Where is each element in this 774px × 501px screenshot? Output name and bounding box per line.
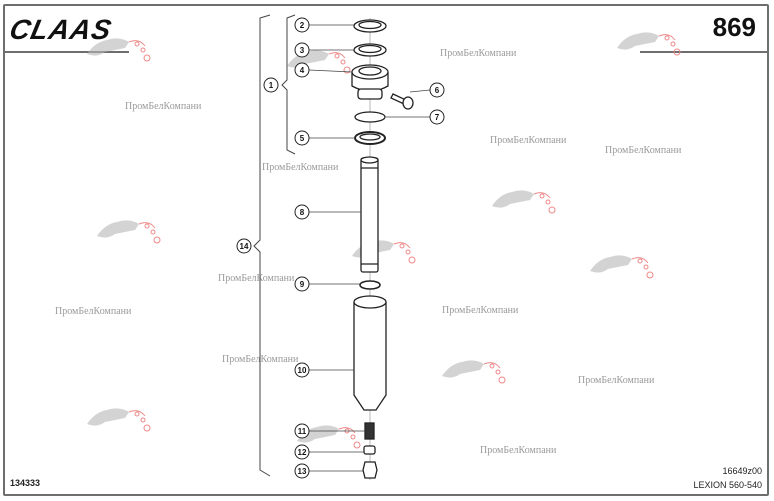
callout-label: 5 <box>300 134 305 143</box>
callout-1 <box>263 77 279 93</box>
callout-label: 9 <box>300 280 305 289</box>
watermark-text: ПромБелКомпани <box>605 145 682 156</box>
page-number: 869 <box>712 12 756 42</box>
callout-14 <box>236 238 252 254</box>
part-10-accumulator-cylinder <box>353 302 387 411</box>
watermark-text: ПромБелКомпани <box>442 305 519 316</box>
callout-label: 3 <box>300 46 305 55</box>
cheetah-watermark-icon <box>617 32 681 56</box>
bracket-group-14 <box>253 14 271 477</box>
watermark-text: ПромБелКомпани <box>480 445 557 456</box>
drawing-code: 16649z00 <box>722 466 762 476</box>
cheetah-watermark-icon <box>492 190 556 214</box>
watermark-text: ПромБелКомпани <box>55 306 132 317</box>
bracket-group-1 <box>281 14 296 155</box>
cheetah-watermark-icon <box>87 408 151 432</box>
callout-2 <box>294 17 310 33</box>
image-reference: 134333 <box>10 478 41 488</box>
machine-model: LEXION 560-540 <box>693 480 762 490</box>
callout-12 <box>294 444 310 460</box>
header-divider-right <box>640 51 769 53</box>
callout-label: 2 <box>300 21 305 30</box>
watermark-text: ПромБелКомпани <box>218 273 295 284</box>
callout-3 <box>294 42 310 58</box>
callout-5 <box>294 130 310 146</box>
cheetah-watermark-icon <box>590 255 654 279</box>
callout-label: 10 <box>298 366 307 375</box>
watermark-text: ПромБелКомпани <box>125 101 202 112</box>
part-11-spring <box>364 422 375 440</box>
callout-6 <box>429 82 445 98</box>
part-13-fitting <box>362 461 378 479</box>
page-frame <box>3 4 769 496</box>
callout-7 <box>429 109 445 125</box>
callout-label: 4 <box>300 66 305 75</box>
callout-11 <box>294 423 310 439</box>
cheetah-watermark-icon <box>287 50 351 74</box>
callout-label: 14 <box>240 242 249 251</box>
watermark-text: ПромБелКомпани <box>262 162 339 173</box>
part-12-valve-plug <box>363 445 376 455</box>
callout-label: 8 <box>300 208 305 217</box>
callout-label: 11 <box>298 427 307 436</box>
callout-label: 13 <box>298 467 307 476</box>
callout-label: 1 <box>269 81 274 90</box>
callout-4 <box>294 62 310 78</box>
part-7-o-ring <box>354 111 386 123</box>
callout-label: 7 <box>435 113 440 122</box>
cheetah-watermark-icon <box>87 38 151 62</box>
watermark-text: ПромБелКомпани <box>440 48 517 59</box>
callout-13 <box>294 463 310 479</box>
cheetah-watermark-icon <box>97 220 161 244</box>
part-9-snap-ring <box>359 280 381 290</box>
callout-9 <box>294 276 310 292</box>
callout-label: 12 <box>298 448 307 457</box>
header-divider-left <box>3 51 129 53</box>
watermark-text: ПромБелКомпани <box>490 135 567 146</box>
watermark-text: ПромБелКомпани <box>578 375 655 386</box>
callout-label: 6 <box>435 86 440 95</box>
part-8-tube <box>360 157 379 273</box>
cheetah-watermark-icon <box>442 360 506 384</box>
callout-8 <box>294 204 310 220</box>
callout-10 <box>294 362 310 378</box>
